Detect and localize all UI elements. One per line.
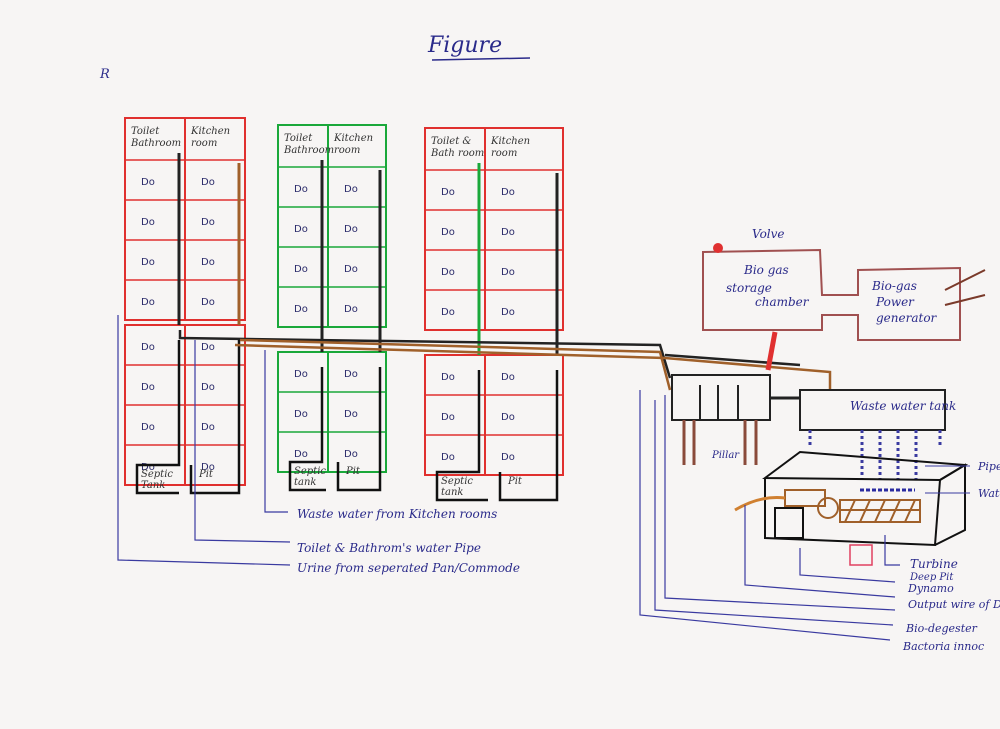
- flat-cell: Do: [344, 264, 358, 275]
- flat-cell: Do: [294, 264, 308, 275]
- pipe-water-label: Pipe water: [977, 460, 1000, 473]
- flat-cell: Do: [441, 452, 455, 463]
- flat-cell: Do: [344, 449, 358, 460]
- biogas-storage-chamber: Volve Bio gas storage chamber Bio-gas Po…: [702, 227, 986, 371]
- settling-tank: Pillar: [671, 374, 800, 465]
- flat-cell: Do: [141, 342, 155, 353]
- generator-label-3: generator: [876, 311, 938, 325]
- flat-cell: Do: [141, 257, 155, 268]
- pillar-label: Pillar: [711, 450, 740, 461]
- bio-digester: [734, 450, 969, 566]
- flat-cell: Do: [201, 257, 215, 268]
- flat-cell: Do: [501, 412, 515, 423]
- flat-cell: Do: [141, 422, 155, 433]
- right-legend-bio-digester: Bio-degester: [905, 622, 978, 635]
- flat-cell: Do: [141, 217, 155, 228]
- flat-cell: Do: [201, 177, 215, 188]
- generator-label-2: Power: [875, 295, 915, 309]
- flat-cell: Do: [344, 409, 358, 420]
- flat-cell: Do: [501, 187, 515, 198]
- flat-cell: Do: [141, 382, 155, 393]
- storage-label-2: storage: [726, 281, 772, 295]
- flat-cell: Do: [201, 297, 215, 308]
- flat-cell: Do: [344, 224, 358, 235]
- right-legend-turbine: Turbine: [910, 557, 958, 571]
- flat-cell: Do: [294, 369, 308, 380]
- flat-cell: Do: [501, 452, 515, 463]
- valve-label: Volve: [752, 227, 785, 241]
- flat-cell: Do: [501, 227, 515, 238]
- left-legend-kitchen-waste: Waste water from Kitchen rooms: [297, 507, 497, 521]
- right-legend-output-wire: Output wire of Dynamo: [908, 598, 1000, 611]
- flat-cell: Do: [141, 297, 155, 308]
- flat-cell: Do: [201, 342, 215, 353]
- building-header: Toilet &Bath room: [430, 136, 484, 159]
- main-pipes: [178, 330, 832, 391]
- waste-water-tank: Waste water tank: [799, 389, 956, 480]
- flat-cell: Do: [294, 224, 308, 235]
- flat-cell: Do: [501, 372, 515, 383]
- flat-cell: Do: [344, 369, 358, 380]
- flat-cell: Do: [141, 177, 155, 188]
- flat-cell: Do: [201, 462, 215, 473]
- flat-cell: Do: [501, 307, 515, 318]
- flat-cell: Do: [294, 184, 308, 195]
- flat-cell: Do: [294, 409, 308, 420]
- flat-cell: Do: [201, 217, 215, 228]
- flat-cell: Do: [141, 462, 155, 473]
- waste-tank-label: Waste water tank: [850, 399, 956, 413]
- flat-cell: Do: [441, 267, 455, 278]
- storage-label-1: Bio gas: [743, 263, 789, 277]
- flat-cell: Do: [441, 307, 455, 318]
- flat-cell: Do: [201, 382, 215, 393]
- flat-cell: Do: [294, 304, 308, 315]
- flat-cell: Do: [441, 227, 455, 238]
- left-legend-toilet-pipe: Toilet & Bathrom's water Pipe: [297, 541, 481, 555]
- storage-label-3: chamber: [755, 295, 810, 309]
- valve-icon: [713, 243, 723, 253]
- flat-cell: Do: [441, 187, 455, 198]
- pit-label: Pit: [198, 469, 214, 480]
- flat-cell: Do: [441, 412, 455, 423]
- figure-title: Figure: [427, 33, 502, 58]
- pit-label: Pit: [345, 466, 361, 477]
- flat-cell: Do: [344, 304, 358, 315]
- corner-mark: R: [99, 67, 110, 82]
- right-legend-bacteria: Bactoria innoc: [902, 640, 984, 653]
- pit-label: Pit: [507, 476, 523, 487]
- gear-icon: [817, 497, 839, 519]
- flat-cell: Do: [344, 184, 358, 195]
- flat-cell: Do: [441, 372, 455, 383]
- flat-cell: Do: [294, 449, 308, 460]
- left-legend-urine: Urine from seperated Pan/Commode: [297, 561, 520, 575]
- right-legend-dynamo: Dynamo: [907, 582, 954, 595]
- flat-cell: Do: [201, 422, 215, 433]
- water-falling-label: Water falling turbine: [978, 487, 1000, 500]
- generator-label-1: Bio-gas: [871, 279, 917, 293]
- flat-cell: Do: [501, 267, 515, 278]
- right-legend-deep-pit: Deep Pit: [909, 572, 954, 583]
